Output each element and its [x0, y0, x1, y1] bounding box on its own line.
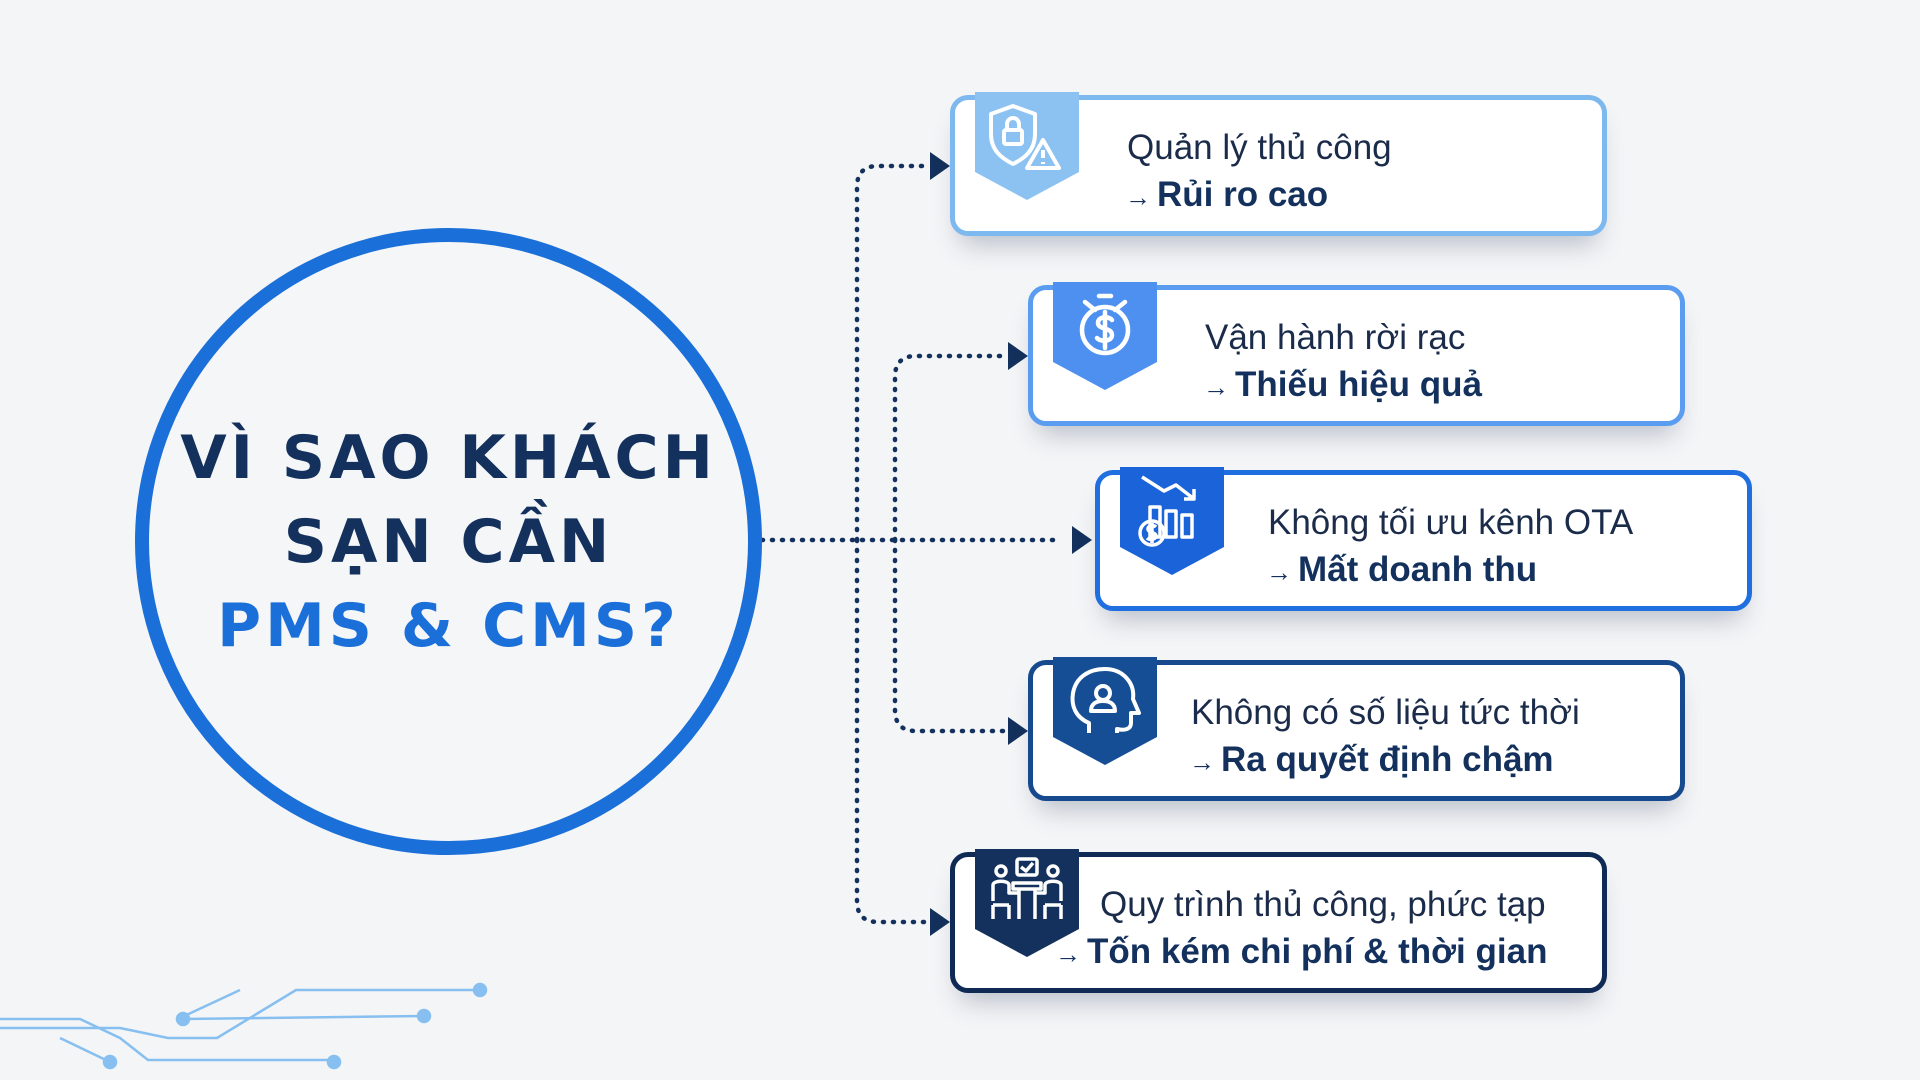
arrow-symbol: →	[1203, 372, 1229, 402]
arrow-symbol: →	[1055, 939, 1081, 969]
money-clock-icon	[1079, 293, 1131, 356]
circuit-node	[175, 1011, 191, 1027]
reason-problem: Vận hành rời rạc	[1205, 318, 1466, 357]
reason-problem: Quy trình thủ công, phức tạp	[1100, 885, 1546, 924]
circuit-trace	[59, 1036, 111, 1064]
connector-5	[854, 537, 933, 925]
arrowhead-1	[930, 152, 950, 180]
reason-badge	[973, 92, 1081, 202]
reason-consequence: →Ra quyết định chậm	[1189, 740, 1554, 780]
circuit-decoration	[0, 982, 488, 1070]
arrowhead-4	[1008, 717, 1028, 745]
arrowhead-3	[1072, 526, 1092, 554]
reason-badge	[973, 849, 1081, 959]
shield-lock-warning-icon	[989, 104, 1061, 170]
reason-badge	[1118, 467, 1226, 577]
reason-card-4: Không có số liệu tức thời →Ra quyết định…	[1028, 657, 1685, 801]
hub-title-line-2: SẠN CẦN	[283, 506, 614, 577]
arrow-symbol: →	[1125, 182, 1151, 212]
consequence-text: Ra quyết định chậm	[1221, 740, 1554, 779]
reason-consequence: →Mất doanh thu	[1266, 550, 1537, 590]
circuit-trace	[0, 1017, 334, 1062]
reason-card-3: Không tối ưu kênh OTA →Mất doanh thu	[1095, 467, 1752, 611]
connectors	[759, 163, 1063, 925]
reason-card-5: Quy trình thủ công, phức tạp →Tốn kém ch…	[950, 849, 1607, 993]
circuit-node	[102, 1054, 118, 1070]
reason-problem: Không có số liệu tức thời	[1191, 693, 1580, 732]
reason-badge	[1051, 282, 1159, 392]
reason-problem: Không tối ưu kênh OTA	[1268, 503, 1634, 542]
circuit-node	[472, 982, 488, 998]
arrow-symbol: →	[1266, 557, 1292, 587]
circuit-trace	[0, 988, 480, 1040]
team-meeting-icon	[991, 857, 1063, 919]
hub-title-line-3: PMS & CMS?	[217, 590, 680, 661]
consequence-text: Mất doanh thu	[1298, 550, 1538, 589]
consequence-text: Thiếu hiệu quả	[1235, 365, 1482, 404]
declining-chart-money-icon	[1138, 475, 1196, 547]
arrowhead-5	[930, 908, 950, 936]
connector-2	[892, 353, 1011, 543]
connector-4	[892, 537, 1011, 734]
circuit-node	[326, 1054, 342, 1070]
reason-consequence: →Thiếu hiệu quả	[1203, 365, 1482, 405]
arrow-symbol: →	[1189, 747, 1215, 777]
reason-problem: Quản lý thủ công	[1127, 128, 1392, 167]
consequence-text: Tốn kém chi phí & thời gian	[1087, 932, 1548, 971]
reason-badge	[1051, 657, 1159, 767]
head-person-icon	[1070, 667, 1141, 733]
circuit-trace	[182, 1014, 425, 1021]
reason-consequence: →Rủi ro cao	[1125, 175, 1328, 215]
reason-consequence: →Tốn kém chi phí & thời gian	[1055, 932, 1547, 972]
circuit-trace	[179, 988, 241, 1020]
reason-card-2: Vận hành rời rạc →Thiếu hiệu quả	[1028, 282, 1685, 426]
connector-1	[854, 163, 933, 543]
consequence-text: Rủi ro cao	[1157, 175, 1329, 214]
reason-card-1: Quản lý thủ công →Rủi ro cao	[950, 92, 1607, 236]
central-question-circle: VÌ SAO KHÁCH SẠN CẦN PMS & CMS?	[135, 228, 762, 855]
arrowheads	[930, 152, 1092, 936]
hub-title-line-1: VÌ SAO KHÁCH	[180, 422, 717, 493]
arrowhead-2	[1008, 342, 1028, 370]
circuit-node	[416, 1008, 432, 1024]
